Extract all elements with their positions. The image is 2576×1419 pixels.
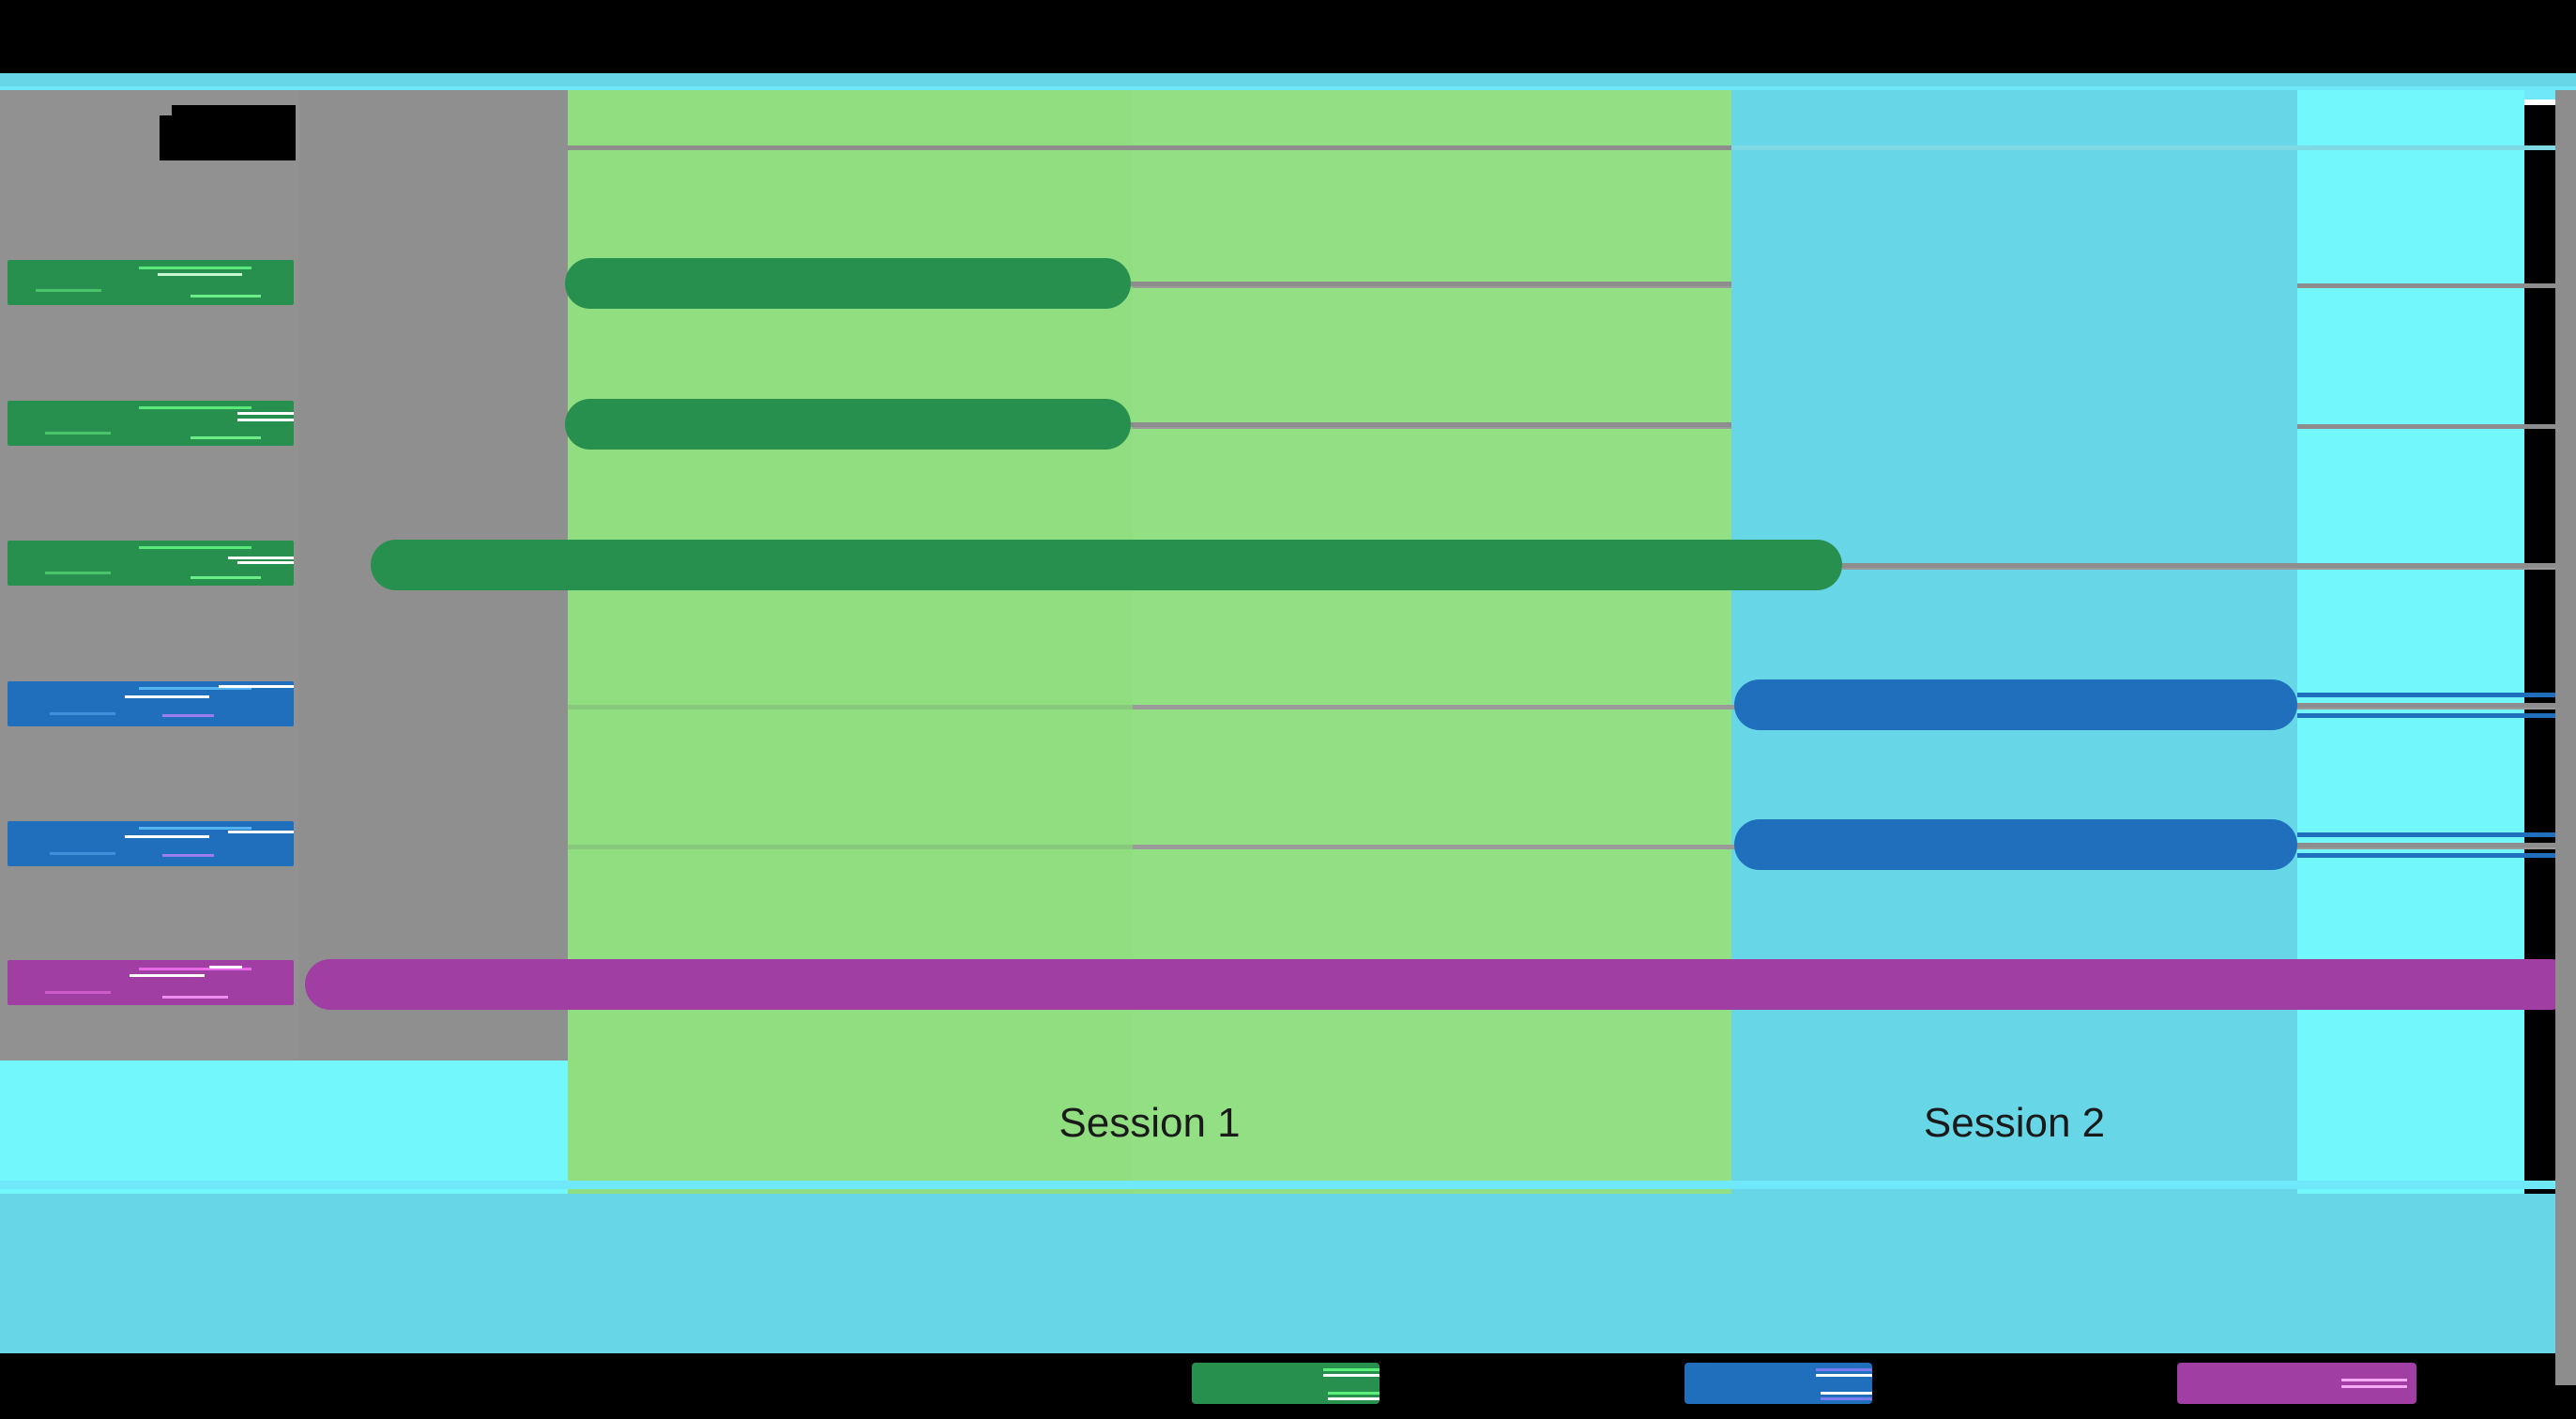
bar-row-5[interactable] [305, 959, 2576, 1010]
gridline [2297, 424, 2576, 429]
scribble [158, 273, 242, 276]
vertical-scrollbar[interactable] [2555, 90, 2576, 1385]
scribble [191, 576, 261, 579]
scribble [1328, 1392, 1379, 1395]
session-label-2: Session 2 [1923, 1100, 2106, 1146]
scribble [237, 419, 294, 421]
scribble [1816, 1368, 1872, 1371]
row-label-0[interactable] [8, 260, 294, 305]
bar-row-2[interactable] [371, 540, 1842, 590]
gridline [568, 705, 1133, 710]
session-band-1b [1133, 90, 1731, 1194]
gridline [568, 145, 1731, 150]
bar-tail [2297, 703, 2576, 708]
row-label-1[interactable] [8, 401, 294, 446]
page-title [160, 115, 296, 160]
bar-row-4[interactable] [1734, 819, 2297, 870]
gridline [2297, 283, 2576, 288]
scribble [2341, 1385, 2407, 1388]
scribble [209, 966, 242, 969]
scribble [1821, 1397, 1872, 1400]
legend-item-2[interactable] [2177, 1363, 2416, 1404]
bar-tail-accent [2297, 832, 2576, 837]
scribble [1323, 1374, 1379, 1377]
scribble [1328, 1397, 1379, 1400]
page-title-overflow [172, 105, 296, 118]
scribble [1816, 1374, 1872, 1377]
bar-row-3[interactable] [1734, 679, 2297, 730]
session-label-1: Session 1 [1059, 1100, 1241, 1146]
caption-strip [0, 1060, 568, 1194]
bar-tail [2297, 843, 2576, 847]
scribble [237, 412, 294, 415]
scribble [228, 831, 294, 833]
scribble [130, 974, 205, 977]
scribble [125, 695, 209, 698]
bar-row-1[interactable] [565, 399, 1131, 450]
bar-tail-accent [2297, 853, 2576, 858]
row-label-2[interactable] [8, 541, 294, 586]
scribble [191, 295, 261, 298]
scribble [228, 557, 294, 559]
bar-tail [1842, 563, 2576, 568]
scribble [237, 561, 294, 564]
bottom-panel [0, 1194, 2576, 1353]
scribble [45, 572, 111, 574]
scribble [162, 996, 228, 999]
scribble [139, 968, 252, 970]
scribble [139, 687, 252, 690]
scribble [1323, 1368, 1379, 1371]
scribble [191, 436, 261, 439]
row-label-5[interactable] [8, 960, 294, 1005]
bottom-accent-strip [0, 1181, 2576, 1189]
scribble [50, 712, 115, 715]
legend-item-0[interactable] [1192, 1363, 1379, 1404]
scribble [139, 406, 252, 409]
scribble [50, 852, 115, 855]
scribble [139, 267, 252, 269]
bar-row-0[interactable] [565, 258, 1131, 309]
scribble [162, 714, 214, 717]
scribble [36, 289, 101, 292]
bar-tail-accent [2297, 713, 2576, 718]
scribble [45, 432, 111, 435]
scribble [1821, 1392, 1872, 1395]
gridline [568, 845, 1133, 849]
scribble [219, 685, 294, 688]
session-band-2 [1731, 90, 2297, 1194]
scribble [139, 546, 252, 549]
scribble [45, 991, 111, 994]
top-accent-strip-1 [0, 73, 2576, 86]
bar-tail [1131, 282, 1731, 286]
session-band-3 [2297, 90, 2524, 1194]
scribble [2341, 1379, 2407, 1381]
gridline [1731, 145, 2576, 150]
scribble [139, 827, 252, 830]
row-label-3[interactable] [8, 681, 294, 726]
legend-item-1[interactable] [1684, 1363, 1872, 1404]
row-label-4[interactable] [8, 821, 294, 866]
bar-tail-accent [2297, 693, 2576, 697]
scribble [162, 854, 214, 857]
scribble [125, 835, 209, 838]
bar-tail [1131, 422, 1731, 427]
